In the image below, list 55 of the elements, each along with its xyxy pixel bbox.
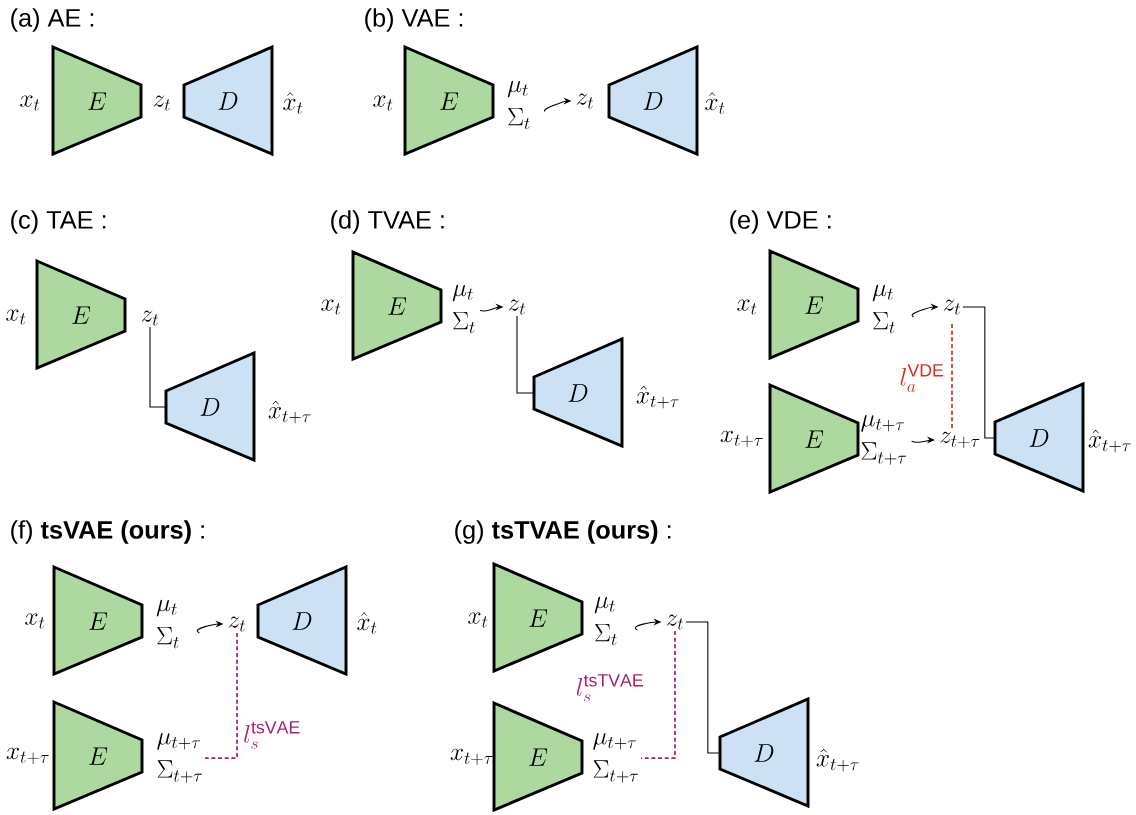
variable-label: $\hat{x}_{t+\tau}$ — [268, 400, 311, 424]
variable-label: $z_t$ — [153, 95, 170, 111]
variable-label: $x_t$ — [25, 613, 45, 629]
panel-title: (b) VAE : — [365, 8, 463, 32]
panel-title: (e) VDE : — [730, 210, 831, 234]
variable-label: $z_t$ — [943, 299, 960, 315]
variable-label: $\mu_t$ $\Sigma_t$ — [156, 599, 179, 649]
panel-title: (c) TAE : — [11, 210, 106, 234]
connector-line — [962, 306, 996, 439]
decoder-trapezoid: $D$ — [182, 44, 274, 157]
panel-title: (a) AE : — [11, 8, 94, 32]
variable-label: $\mu_{t+\tau}$ $\Sigma_{t+\tau}$ — [861, 415, 907, 465]
variable-label: $\mu_t$ $\Sigma_t$ — [872, 284, 895, 334]
connector-line — [149, 326, 167, 408]
variable-label: $\hat{x}_{t+\tau}$ — [816, 748, 859, 772]
variable-label: $x_{t+\tau}$ — [720, 430, 763, 448]
variable-label: $x_{t+\tau}$ — [6, 747, 49, 765]
decoder-trapezoid: $D$ — [164, 350, 256, 463]
variable-label: $\hat{x}_t$ — [283, 92, 303, 114]
decoder-trapezoid: $D$ — [607, 44, 699, 157]
variable-label: $\mu_t$ $\Sigma_t$ — [594, 596, 617, 646]
variable-label: $\hat{x}_t$ — [705, 92, 725, 114]
panel-title: (g) tsTVAE (ours) : — [455, 520, 671, 544]
variable-label: $x_t$ — [737, 299, 757, 315]
variable-label: $\mu_t$ $\Sigma_t$ — [452, 284, 475, 334]
loss-line — [204, 632, 238, 759]
variable-label: $z_t$ — [576, 93, 593, 109]
variable-label: $x_{t+\tau}$ — [450, 748, 493, 766]
variable-label: $z_t$ — [141, 310, 158, 326]
decoder-trapezoid: $D$ — [993, 381, 1085, 494]
edge-label: $l_s^{\mathrm{tsVAE}}$ — [241, 719, 303, 751]
variable-label: $\hat{x}_{t+\tau}$ — [1088, 429, 1131, 453]
variable-label: $z_{t+\tau}$ — [940, 431, 980, 449]
variable-label: $x_t$ — [468, 612, 488, 628]
edge-label: $l_a^{\mathrm{VDE}}$ — [898, 362, 946, 394]
variable-label: $\hat{x}_t$ — [357, 612, 377, 634]
variable-label: $\mu_{t+\tau}$ $\Sigma_{t+\tau}$ — [593, 733, 639, 783]
connector-line — [516, 315, 535, 394]
panel-title: (f) tsVAE (ours) : — [11, 520, 204, 544]
variable-label: $\hat{x}_{t+\tau}$ — [636, 385, 679, 409]
connector-line — [685, 621, 721, 754]
loss-line — [640, 630, 676, 759]
panel-title: (d) TVAE : — [331, 210, 444, 234]
variable-label: $z_t$ — [228, 616, 245, 632]
variable-label: $x_t$ — [6, 309, 26, 325]
variable-label: $x_t$ — [20, 95, 40, 111]
decoder-trapezoid: $D$ — [256, 564, 348, 677]
decoder-trapezoid: $D$ — [532, 336, 624, 449]
variable-label: $\mu_t$ $\Sigma_t$ — [507, 80, 530, 130]
variable-label: $z_t$ — [508, 299, 525, 315]
variable-label: $\mu_{t+\tau}$ $\Sigma_{t+\tau}$ — [157, 733, 203, 783]
decoder-trapezoid: $D$ — [718, 696, 810, 809]
variable-label: $z_t$ — [666, 614, 683, 630]
variable-label: $x_t$ — [321, 299, 341, 315]
variable-label: $x_t$ — [373, 95, 393, 111]
